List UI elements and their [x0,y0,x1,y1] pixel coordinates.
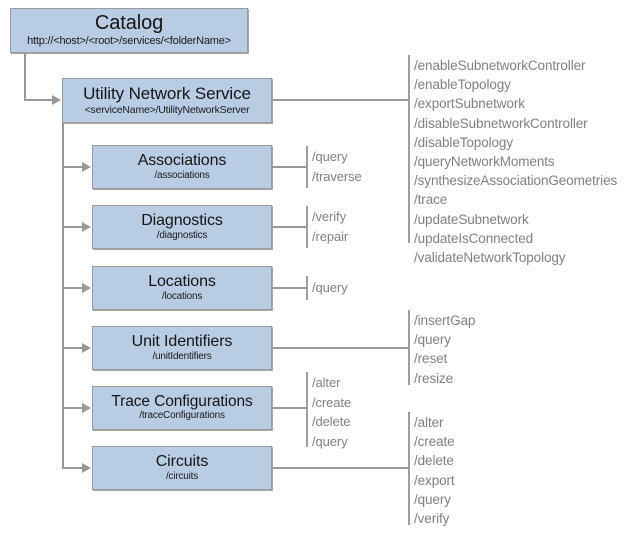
operation-trace_configurations-create[interactable]: /create [312,394,352,410]
node-catalog-path: http://<host>/<root>/services/<folderNam… [27,35,231,48]
arrow-to-locations [82,283,91,293]
operations-list-diagnostics: /verify/repair [312,207,348,246]
connector-trace-configurations-to-operations [272,407,307,409]
bracket-locations-operations [306,276,308,300]
arrow-to-unit-identifiers [82,343,91,353]
operation-utility_network_service-synthesizeAssociationGeometries[interactable]: /synthesizeAssociationGeometries [414,173,618,189]
operation-utility_network_service-disableSubnetworkController[interactable]: /disableSubnetworkController [414,115,588,131]
node-circuits[interactable]: Circuits /circuits [92,446,272,490]
bracket-diagnostics-operations [306,206,308,248]
node-circuits-title: Circuits [155,452,209,470]
node-unit-identifiers-title: Unit Identifiers [131,332,233,350]
arrow-to-trace-configurations [82,403,91,413]
operation-unit_identifiers-insertGap[interactable]: /insertGap [414,313,476,328]
connector-associations-to-operations [272,166,307,168]
connector-unit-identifiers-to-operations [272,347,409,349]
node-catalog-title: Catalog [94,12,164,35]
bracket-trace-configurations-operations [306,372,308,447]
connector-uns-to-unit-identifiers [62,347,84,349]
connector-uns-to-circuits [62,467,84,469]
operations-list-locations: /query [312,278,348,298]
operation-utility_network_service-updateIsConnected[interactable]: /updateIsConnected [414,230,534,246]
node-associations-title: Associations [137,151,227,169]
connector-catalog-to-uns-horizontal [24,99,54,101]
bracket-associations-operations [306,146,308,188]
operation-utility_network_service-exportSubnetwork[interactable]: /exportSubnetwork [414,96,525,112]
operation-trace_configurations-query[interactable]: /query [312,433,348,449]
connector-uns-to-diagnostics [62,226,84,228]
node-locations-title: Locations [148,272,216,290]
operations-list-associations: /query/traverse [312,147,362,186]
bracket-uns-operations [408,55,410,243]
operation-utility_network_service-disableTopology[interactable]: /disableTopology [414,134,513,150]
node-locations[interactable]: Locations /locations [92,266,272,310]
operation-unit_identifiers-query[interactable]: /query [414,332,451,348]
connector-uns-to-trace-configurations [62,407,84,409]
operation-circuits-export[interactable]: /export [414,472,455,488]
node-associations-path: /associations [154,169,210,181]
arrow-to-circuits [82,463,91,473]
node-diagnostics-title: Diagnostics [141,211,223,229]
node-associations[interactable]: Associations /associations [92,145,272,189]
arrow-to-diagnostics [82,222,91,232]
bracket-circuits-operations [408,412,410,525]
node-unit-identifiers-path: /unitIdentifiers [152,350,212,362]
node-trace-configurations[interactable]: Trace Configurations /traceConfiguration… [92,386,272,430]
operation-associations-query[interactable]: /query [312,149,348,164]
connector-circuits-to-operations [272,467,409,469]
operation-circuits-verify[interactable]: /verify [414,511,450,527]
operation-utility_network_service-trace[interactable]: /trace [414,192,448,208]
operation-trace_configurations-alter[interactable]: /alter [312,375,341,390]
operations-list-unit-identifiers: /insertGap/query/reset/resize [414,311,475,388]
node-trace-configurations-title: Trace Configurations [111,393,253,411]
connector-locations-to-operations [272,287,307,289]
connector-catalog-to-uns-vertical [24,53,26,101]
arrow-catalog-to-uns [52,95,61,105]
bracket-unit-identifiers-operations [408,310,410,385]
operation-diagnostics-verify[interactable]: /verify [312,209,346,224]
node-circuits-path: /circuits [165,470,199,482]
operations-list-utility-network-service: /enableSubnetworkController/enableTopolo… [414,56,617,267]
node-locations-path: /locations [161,290,203,302]
connector-uns-to-associations [62,166,84,168]
node-trace-configurations-path: /traceConfigurations [139,410,225,422]
operation-utility_network_service-enableSubnetworkController[interactable]: /enableSubnetworkController [414,58,586,73]
operations-list-trace-configurations: /alter/create/delete/query [312,373,351,451]
operation-diagnostics-repair[interactable]: /repair [312,228,349,244]
operation-locations-query[interactable]: /query [312,280,348,295]
operation-unit_identifiers-reset[interactable]: /reset [414,351,448,367]
operation-unit_identifiers-resize[interactable]: /resize [414,370,454,386]
operation-utility_network_service-enableTopology[interactable]: /enableTopology [414,77,511,93]
node-catalog[interactable]: Catalog http://<host>/<root>/services/<f… [10,8,248,53]
connector-uns-to-operations [272,99,409,101]
node-unit-identifiers[interactable]: Unit Identifiers /unitIdentifiers [92,326,272,370]
node-utility-network-service-title: Utility Network Service [83,84,251,104]
node-utility-network-service-path: <serviceName>/UtilityNetworkServer [84,103,250,116]
connector-diagnostics-to-operations [272,226,307,228]
connector-uns-trunk-vertical [62,123,64,469]
node-diagnostics-path: /diagnostics [156,229,208,241]
operation-utility_network_service-validateNetworkTopology[interactable]: /validateNetworkTopology [414,250,566,266]
node-diagnostics[interactable]: Diagnostics /diagnostics [92,205,272,249]
operation-associations-traverse[interactable]: /traverse [312,168,362,184]
operation-utility_network_service-queryNetworkMoments[interactable]: /queryNetworkMoments [414,154,555,170]
operation-utility_network_service-updateSubnetwork[interactable]: /updateSubnetwork [414,211,529,227]
operations-list-circuits: /alter/create/delete/export/query/verify [414,413,455,528]
operation-circuits-query[interactable]: /query [414,491,451,507]
operation-circuits-create[interactable]: /create [414,434,455,450]
operation-circuits-alter[interactable]: /alter [414,415,444,430]
arrow-to-associations [82,162,91,172]
node-utility-network-service[interactable]: Utility Network Service <serviceName>/Ut… [62,78,272,123]
operation-trace_configurations-delete[interactable]: /delete [312,414,351,429]
operation-circuits-delete[interactable]: /delete [414,453,454,469]
connector-uns-to-locations [62,287,84,289]
